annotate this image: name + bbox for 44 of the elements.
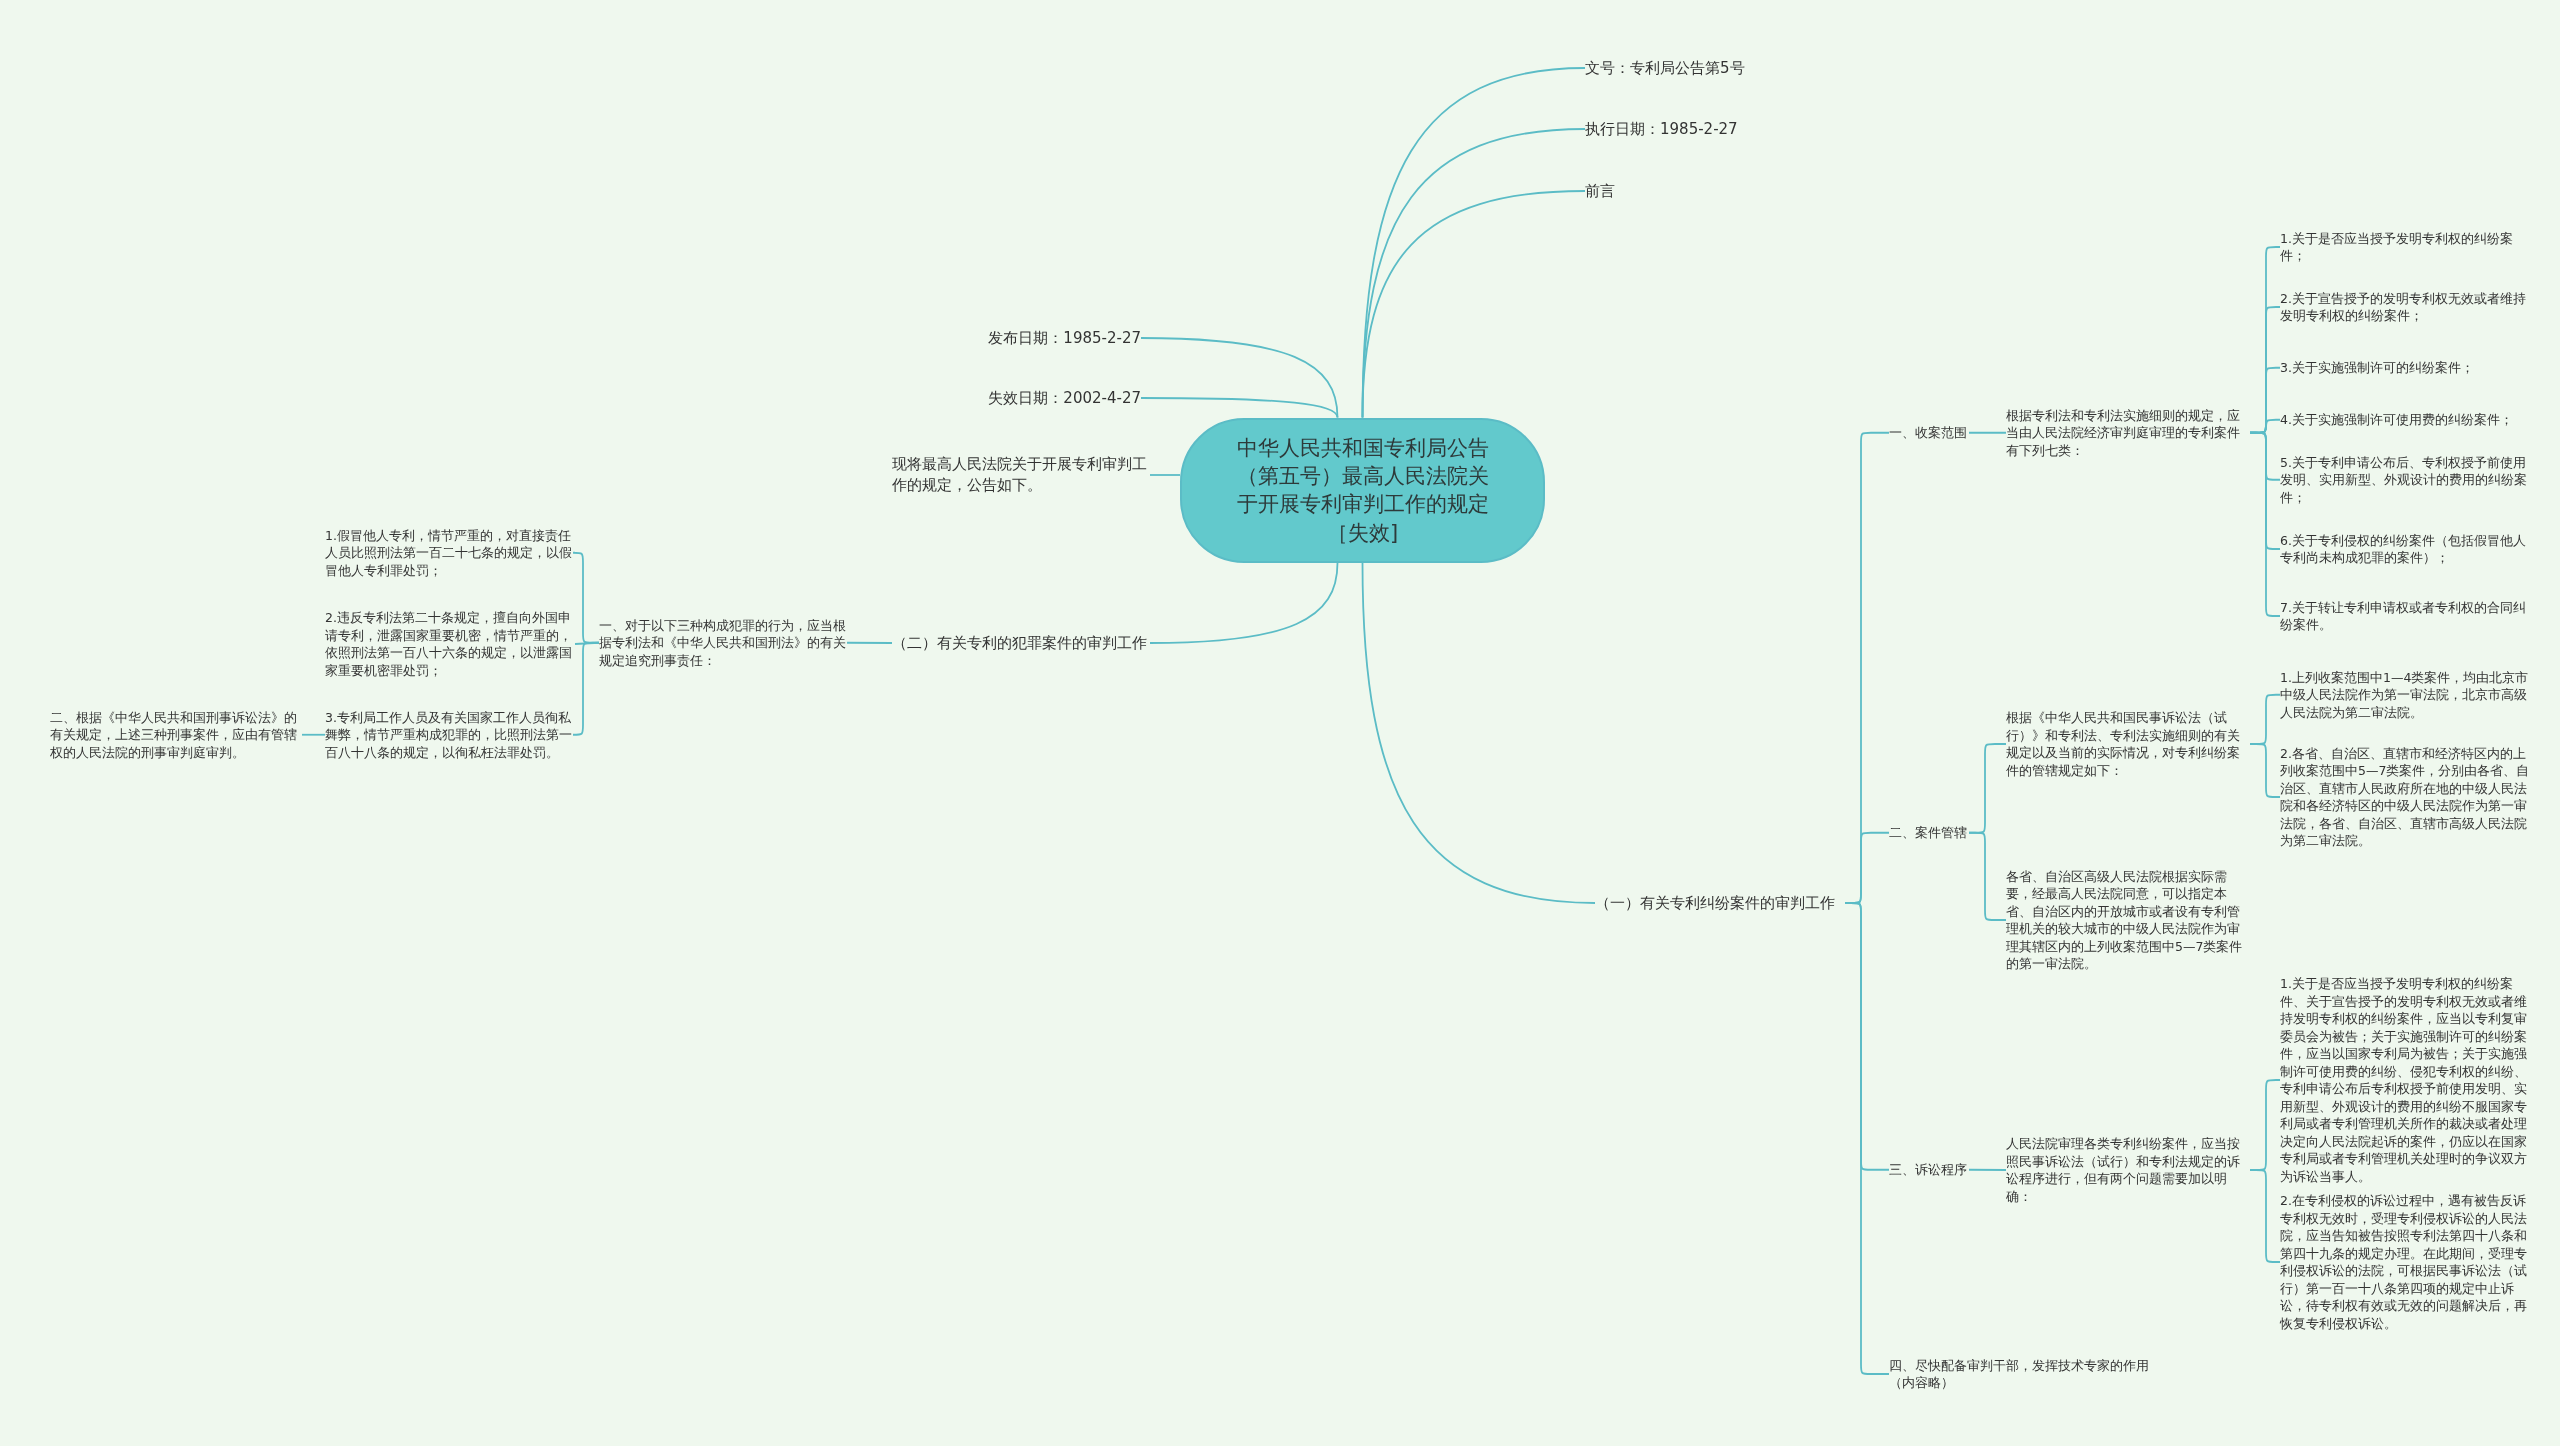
topic-text: 发布日期：1985-2-27	[890, 327, 1141, 349]
central-topic: 中华人民共和国专利局公告（第五号）最高人民法院关于开展专利审判工作的规定［失效]	[1180, 417, 1545, 563]
topic-text: 二、根据《中华人民共和国刑事诉讼法》的有关规定，上述三种刑事案件，应由有管辖权的人民法院的刑事审判庭审判。	[50, 708, 302, 761]
branch-line	[1361, 190, 1586, 419]
topic-text: 前言	[1585, 180, 1885, 202]
topic-text: 3.专利局工作人员及有关国家工作人员徇私舞弊，情节严重构成犯罪的，比照刑法第一百八十八条的规定，以徇私枉法罪处罚。	[325, 708, 575, 761]
topic-text: 3.关于实施强制许可的纠纷案件；	[2280, 359, 2532, 377]
topic-text: 一、对于以下三种构成犯罪的行为，应当根据专利法和《中华人民共和国刑法》的有关规定追究刑事责任：	[599, 616, 847, 669]
branch-line	[572, 641, 600, 736]
topic-text: 文号：专利局公告第5号	[1585, 57, 1885, 79]
topic-text: 各省、自治区高级人民法院根据实际需要，经最高人民法院同意，可以指定本省、自治区内的开放城市或者设有专利管理机关的较大城市的中级人民法院作为审理其辖区内的上列收案范围中5—7类案件的第一审法院。	[2006, 867, 2250, 973]
topic-text: 执行日期：1985-2-27	[1585, 118, 1885, 140]
topic-text: 2.在专利侵权的诉讼过程中，遇有被告反诉专利权无效时，受理专利侵权诉讼的人民法院，应当告知被告按照专利法第四十八条和第四十九条的规定办理。在此期间，受理专利侵权诉讼的法院，可根据民事诉讼法（试行）第一百一十八条第四项的规定中止诉讼，待专利权有效或无效的问题解决后，再恢复专利侵权诉讼。	[2280, 1192, 2532, 1332]
branch-line	[1361, 562, 1596, 904]
branch-line	[1149, 474, 1181, 476]
branch-line	[301, 733, 326, 736]
topic-text: 6.关于专利侵权的纠纷案件（包括假冒他人专利尚未构成犯罪的案件）；	[2280, 531, 2532, 567]
topic-text: 2.各省、自治区、直辖市和经济特区内的上列收案范围中5—7类案件，分别由各省、自治区、直辖市人民政府所在地的中级人民法院和各经济特区的中级人民法院作为第一审法院，各省、自治区、直辖市高级人民法院为第二审法院。	[2280, 744, 2532, 850]
topic-text: 失效日期：2002-4-27	[890, 387, 1141, 409]
topic-text: 1.关于是否应当授予发明专利权的纠纷案件、关于宣告授予的发明专利权无效或者维持发明专利权的纠纷案件，应当以专利复审委员会为被告；关于实施强制许可的纠纷案件，应当以国家专利局为被告；关于实施强制许可使用费的纠纷、侵犯专利权的纠纷、专利申请公布后专利权授予前使用发明、实用新型、外观设计的费用的纠纷不服国家专利局或者专利管理机关所作的裁决或者处理决定向人民法院起诉的案件，仍应以在国家专利局或者专利管理机关处理时的争议双方为诉讼当事人。	[2280, 975, 2532, 1185]
topic-text: 根据专利法和专利法实施细则的规定，应当由人民法院经济审判庭审理的专利案件有下列七类：	[2006, 406, 2250, 459]
topic-text: 根据《中华人民共和国民事诉讼法（试行）》和专利法、专利法实施细则的有关规定以及当前的实际情况，对专利纠纷案件的管辖规定如下：	[2006, 709, 2250, 779]
topic-text: 1.假冒他人专利，情节严重的，对直接责任人员比照刑法第一百二十七条的规定，以假冒他人专利罪处罚；	[325, 526, 575, 579]
topic-text: 三、诉讼程序	[1889, 1161, 1969, 1179]
topic-text: 二、案件管辖	[1889, 824, 1969, 842]
topic-text: 人民法院审理各类专利纠纷案件，应当按照民事诉讼法（试行）和专利法规定的诉讼程序进行，但有两个问题需要加以明确：	[2006, 1135, 2250, 1205]
branch-line	[846, 641, 893, 644]
topic-text: 四、尽快配备审判干部，发挥技术专家的作用（内容略）	[1889, 1356, 2149, 1392]
branch-line	[2249, 743, 2281, 798]
topic-text: 一、收案范围	[1889, 424, 1969, 442]
topic-text: 7.关于转让专利申请权或者专利权的合同纠纷案件。	[2280, 598, 2532, 634]
topic-text: 1.关于是否应当授予发明专利权的纠纷案件；	[2280, 229, 2532, 265]
branch-line	[1140, 397, 1339, 419]
topic-text: 2.关于宣告授予的发明专利权无效或者维持发明专利权的纠纷案件；	[2280, 289, 2532, 325]
topic-text: 2.违反专利法第二十条规定，擅自向外国申请专利，泄露国家重要机密，情节严重的，依照刑法第一百八十六条的规定，以泄露国家重要机密罪处罚；	[325, 609, 575, 679]
topic-text: （一）有关专利纠纷案件的审判工作	[1595, 892, 1845, 914]
topic-text: 4.关于实施强制许可使用费的纠纷案件；	[2280, 411, 2532, 429]
topic-text: 5.关于专利申请公布后、专利权授予前使用发明、实用新型、外观设计的费用的纠纷案件；	[2280, 453, 2532, 506]
topic-text: （二）有关专利的犯罪案件的审判工作	[892, 632, 1150, 654]
branch-line	[1968, 1168, 2007, 1171]
topic-text: 1.上列收案范围中1—4类案件，均由北京市中级人民法院作为第一审法院，北京市高级人民法院为第二审法院。	[2280, 668, 2532, 721]
topic-text: 现将最高人民法院关于开展专利审判工作的规定，公告如下。	[892, 454, 1150, 496]
branch-line	[1968, 431, 2007, 434]
branch-line	[1149, 562, 1339, 644]
